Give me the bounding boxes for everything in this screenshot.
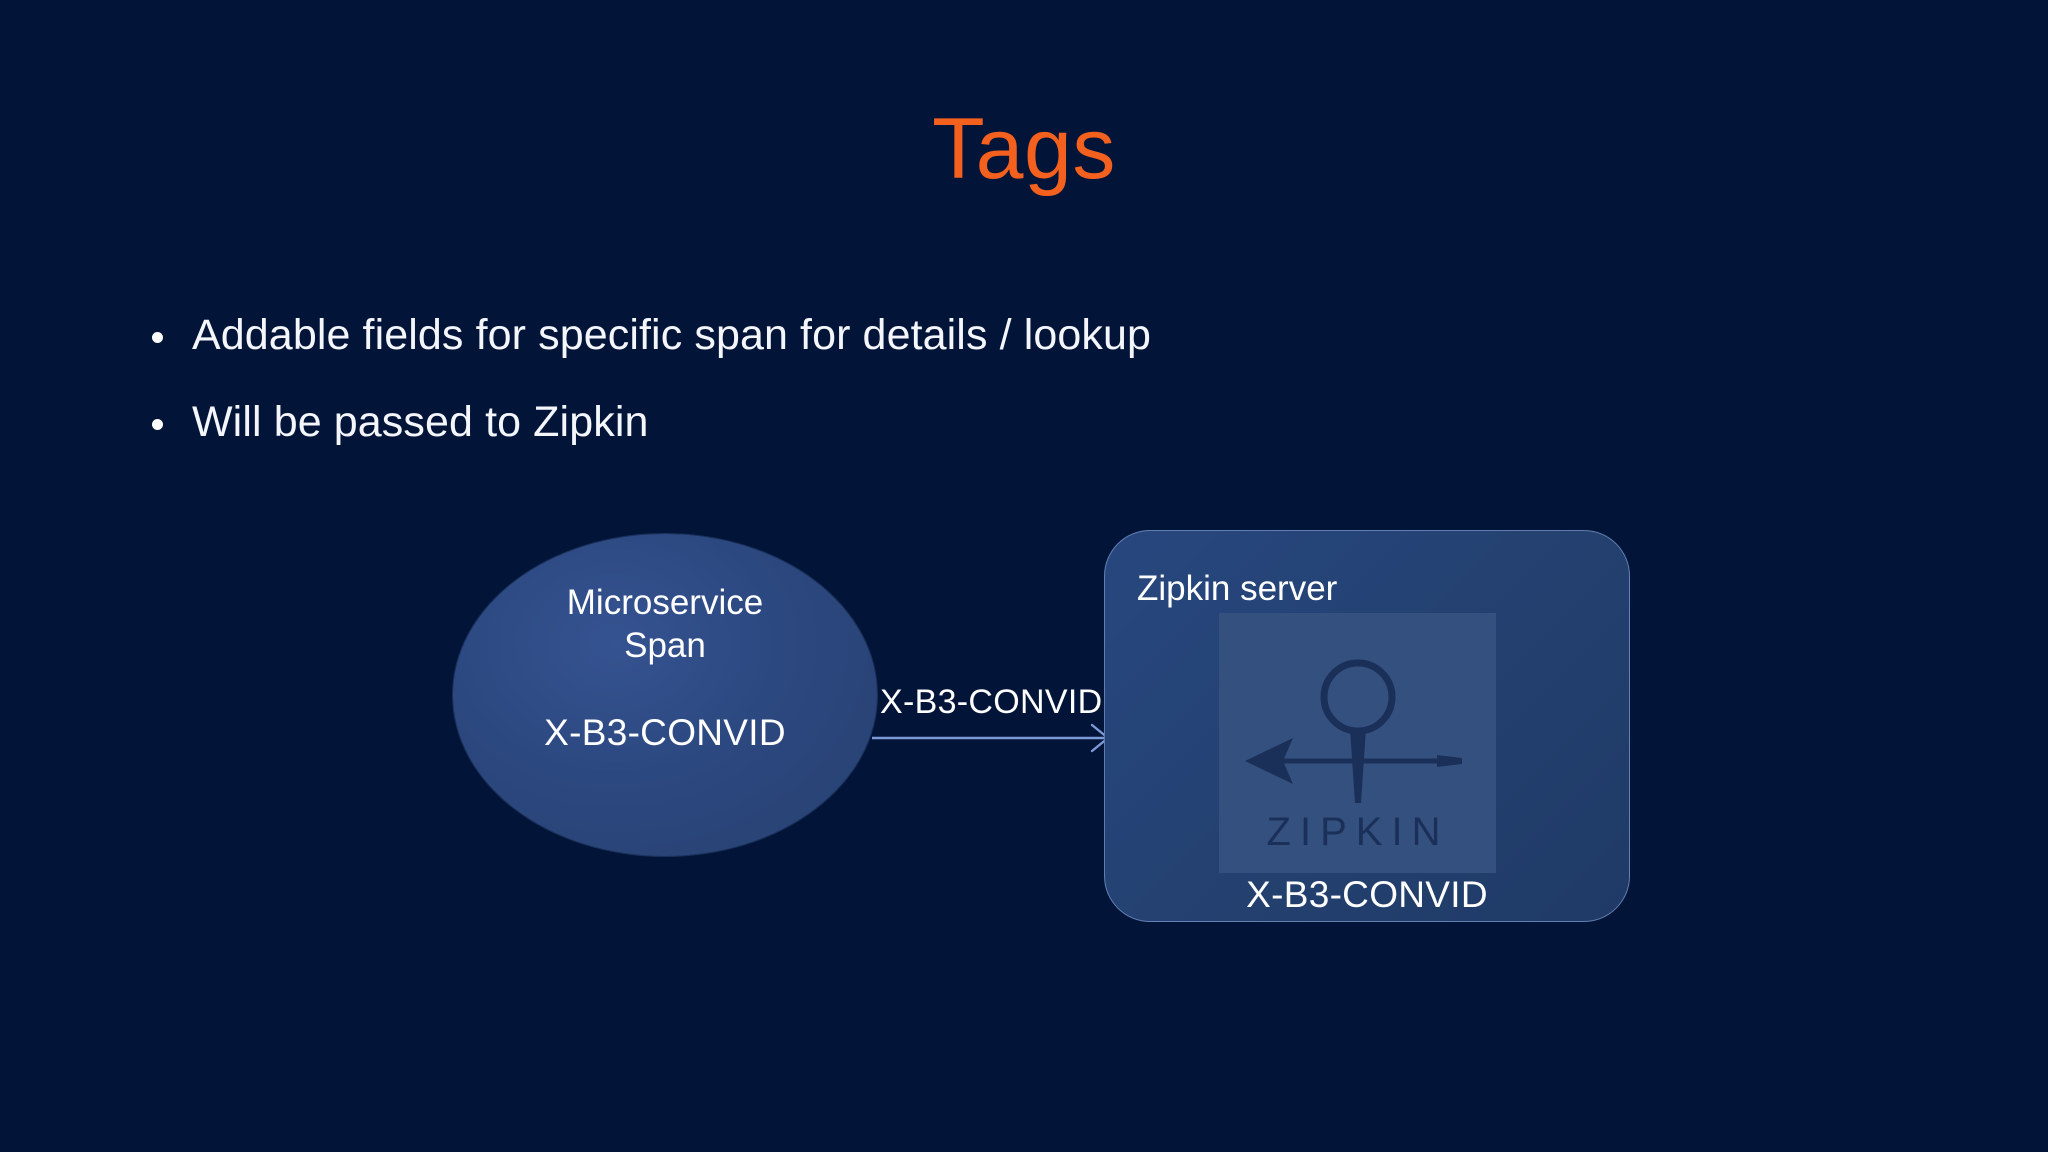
- zipkin-server-trace-id: X-B3-CONVID: [1246, 874, 1488, 915]
- flow-arrow-icon: [872, 723, 1110, 753]
- arrow-label: X-B3-CONVID: [880, 683, 1103, 721]
- microservice-span-node: Microservice Span X-B3-CONVID: [453, 534, 877, 856]
- bullet-dot-icon: [152, 419, 163, 431]
- zipkin-logo: ZIPKIN: [1219, 613, 1496, 873]
- list-item: Addable fields for specific span for det…: [152, 308, 1652, 363]
- list-item: Will be passed to Zipkin: [152, 395, 1652, 450]
- microservice-node-label-line1: Microservice: [566, 583, 764, 622]
- zipkin-server-title: Zipkin server: [1137, 569, 1338, 608]
- zipkin-wordmark: ZIPKIN: [1267, 810, 1450, 854]
- bullet-text: Addable fields for specific span for det…: [192, 311, 1152, 359]
- microservice-node-label-line2: Span: [624, 625, 706, 665]
- zipkin-magnifier-icon: ZIPKIN: [1245, 659, 1462, 854]
- microservice-trace-id: X-B3-CONVID: [544, 712, 786, 753]
- bullet-dot-icon: [152, 332, 163, 343]
- bullet-list: Addable fields for specific span for det…: [152, 308, 1652, 482]
- bullet-text: Will be passed to Zipkin: [192, 398, 649, 447]
- microservice-node-label: Microservice Span: [453, 582, 877, 667]
- page-title: Tags: [932, 101, 1116, 197]
